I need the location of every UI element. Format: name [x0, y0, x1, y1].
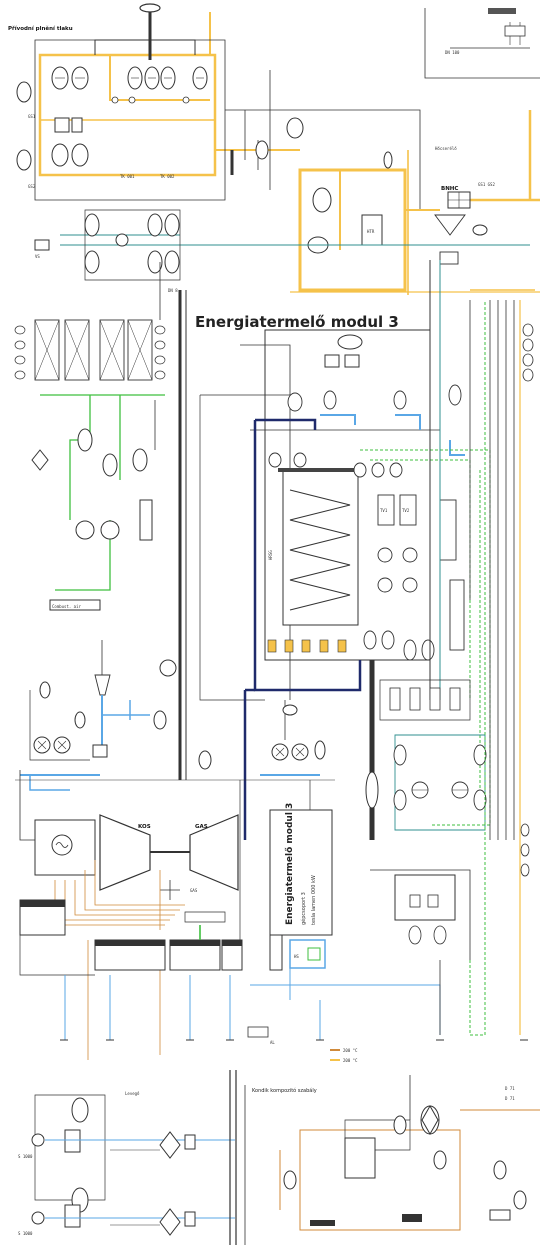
svg-text:TK 002: TK 002 [160, 174, 175, 179]
bottom-right-heading: Kondik kompozitó szabály [252, 1087, 317, 1094]
turbine-label: GAS [195, 824, 208, 830]
svg-text:VS: VS [35, 254, 40, 259]
feedwater-pump-group [379, 679, 487, 831]
bnhc-label: BNHC [441, 186, 458, 192]
svg-text:D 71: D 71 [505, 1096, 515, 1101]
fan-block-left [20, 640, 177, 791]
outlet-drops [60, 975, 528, 1041]
main-vertical-pipes [178, 260, 515, 840]
lower-right-exchanger [370, 300, 486, 1036]
gas-turbine-set: KOS GAS GAS [15, 770, 335, 1060]
svg-text:TV2: TV2 [402, 508, 410, 513]
right-steam-header [470, 289, 535, 1035]
svg-text:GAS: GAS [190, 888, 198, 893]
vertical-module-sub1: gépcsoport 3 [300, 892, 307, 925]
svg-text:S 1000: S 1000 [18, 1231, 33, 1236]
middle-header-piping [225, 70, 421, 210]
feed-block-title: Přívodní plnění tlaku [8, 25, 73, 32]
bottom-left-heading: Levegő [125, 1091, 140, 1096]
svg-text:GS1 GS2: GS1 GS2 [478, 182, 495, 187]
svg-text:DN 100: DN 100 [445, 50, 460, 55]
module-title: Energiatermelő modul 3 [195, 313, 399, 331]
svg-text:TV1: TV1 [380, 508, 388, 513]
vertical-module-title: Energiatermelő modul 3 [285, 803, 295, 925]
legend: 200 °C 200 °C [330, 1048, 358, 1063]
svg-text:GS2: GS2 [28, 184, 36, 189]
svg-text:HS: HS [294, 954, 299, 959]
feed-water-block: Přívodní plnění tlaku [8, 3, 300, 201]
fan-block-middle [198, 700, 326, 776]
svg-text:GS1: GS1 [28, 114, 36, 119]
heat-recovery-boiler: TV1 TV2 HRSG [199, 329, 491, 840]
left-filter-block: Combust. air [14, 319, 166, 611]
svg-text:DN 8: DN 8 [168, 288, 178, 293]
vertical-module-sub2: tesla lamen 000 kW [311, 875, 317, 925]
svg-text:Combust. air: Combust. air [52, 604, 81, 609]
svg-text:HRSG: HRSG [268, 550, 273, 560]
cooling-unit: HS [250, 934, 441, 1035]
legend-item-1: 200 °C [343, 1048, 358, 1053]
outlet-box [247, 1026, 269, 1038]
top-right-block: DN 100 [424, 8, 540, 79]
right-instruments [520, 323, 534, 877]
svg-text:HTR: HTR [367, 229, 375, 234]
bottom-left-block: Levegő S 1000 S 1000 [18, 1070, 237, 1245]
svg-text:TK 001: TK 001 [120, 174, 135, 179]
svg-text:Hőcserélő: Hőcserélő [435, 146, 457, 151]
left-vessel-block: VS DN 8 [34, 209, 530, 320]
svg-text:D 71: D 71 [505, 1086, 515, 1091]
generator-set-box: Energiatermelő modul 3 gépcsoport 3 tesl… [269, 803, 333, 936]
svg-text:S 1000: S 1000 [18, 1154, 33, 1159]
control-cabinets: GEN 3 [19, 899, 243, 976]
legend-item-2: 200 °C [343, 1058, 358, 1063]
steam-loop-block: HTR BNHC Hőcserélő GS1 GS2 [290, 110, 540, 295]
svg-text:AL: AL [270, 1040, 275, 1045]
bottom-right-block: Kondik kompozitó szabály D 71 D 71 [244, 1075, 540, 1245]
compressor-label: KOS [138, 824, 151, 830]
